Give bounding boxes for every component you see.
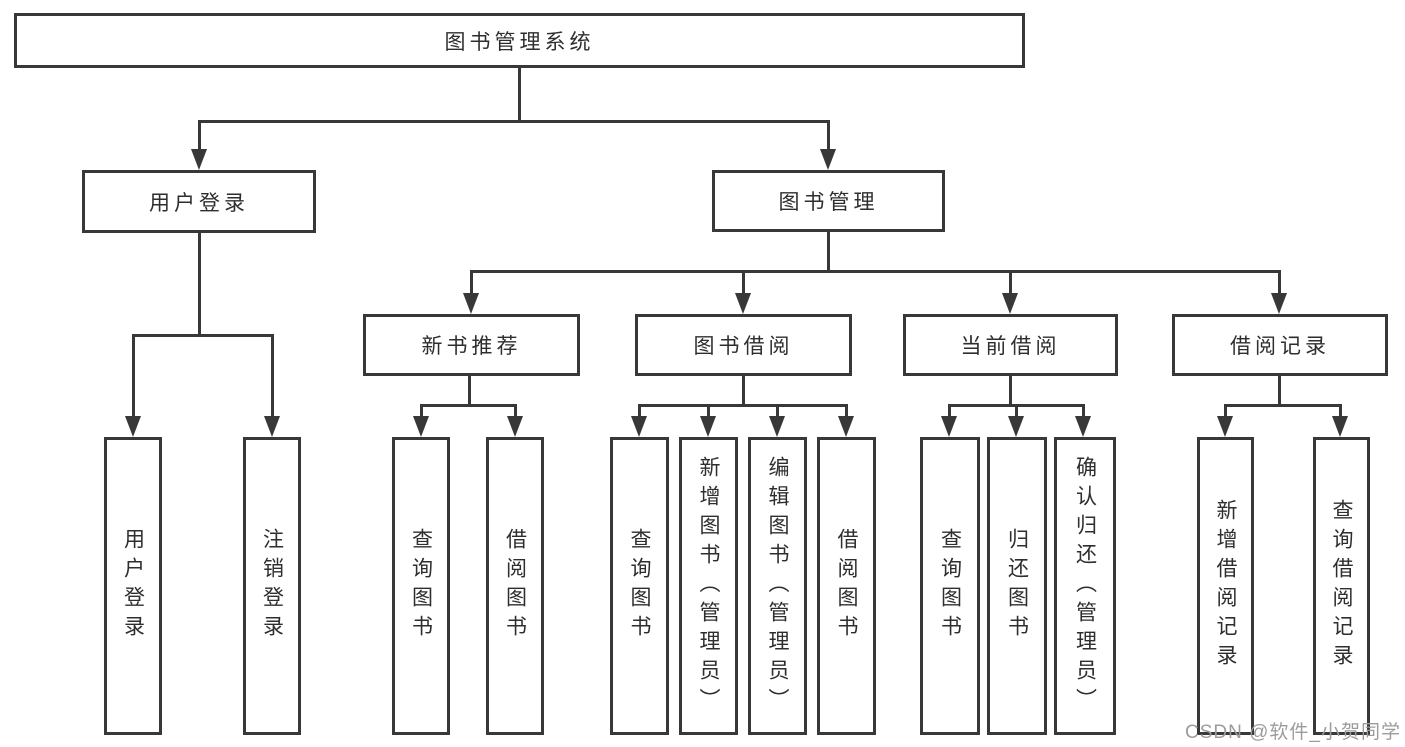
leaf-user-login: 用户登录 [104,437,162,735]
connector-line [468,376,471,406]
arrow-down-icon [735,293,751,314]
connector-line [1009,270,1012,293]
arrow-down-icon [191,149,207,170]
node-library-system: 图书管理系统 [14,13,1025,68]
connector-line [948,404,951,417]
leaf-label: 归还图书 [1005,528,1029,644]
connector-line [1015,404,1018,417]
arrow-down-icon [1271,293,1287,314]
connector-line [776,404,779,417]
connector-line [1224,404,1227,417]
connector-line [132,334,135,417]
leaf-borrow-books-recommend: 借阅图书 [486,437,544,735]
arrow-down-icon [1002,293,1018,314]
leaf-edit-books-admin: 编辑图书（管理员） [748,437,807,735]
connector-line [638,404,848,407]
arrow-down-icon [700,416,716,437]
arrow-down-icon [1217,416,1233,437]
arrow-down-icon [1075,416,1091,437]
leaf-label: 新增借阅记录 [1214,499,1237,673]
connector-line [827,232,830,272]
leaf-query-books-recommend: 查询图书 [392,437,450,735]
node-new-book-recommend: 新书推荐 [363,314,580,376]
arrow-down-icon [631,416,647,437]
leaf-label: 编辑图书（管理员） [766,455,789,717]
leaf-add-books-admin: 新增图书（管理员） [679,437,738,735]
leaf-label: 用户登录 [121,528,145,644]
connector-line [1339,404,1342,417]
connector-line [198,120,830,123]
leaf-confirm-return-admin: 确认归还（管理员） [1054,437,1116,735]
connector-line [470,270,1281,273]
arrow-down-icon [264,416,280,437]
leaf-query-borrow-record: 查询借阅记录 [1313,437,1370,735]
node-label: 新书推荐 [421,335,522,358]
node-book-borrowing: 图书借阅 [635,314,852,376]
node-label: 当前借阅 [960,335,1061,358]
connector-line [271,334,274,417]
node-label: 图书借阅 [693,335,794,358]
node-current-borrowing: 当前借阅 [903,314,1118,376]
leaf-label: 查询图书 [628,528,651,644]
arrow-down-icon [941,416,957,437]
leaf-label: 查询图书 [409,528,433,644]
arrow-down-icon [125,416,141,437]
connector-line [1009,376,1012,406]
leaf-add-borrow-record: 新增借阅记录 [1197,437,1254,735]
leaf-query-books-borrowing: 查询图书 [610,437,669,735]
connector-line [742,376,745,406]
leaf-label: 注销登录 [260,528,284,644]
leaf-borrow-books: 借阅图书 [817,437,876,735]
leaf-label: 借阅图书 [503,528,527,644]
arrow-down-icon [463,293,479,314]
connector-line [707,404,710,417]
connector-line [518,68,521,123]
node-label: 图书管理系统 [444,30,595,54]
arrow-down-icon [507,416,523,437]
connector-line [845,404,848,417]
leaf-label: 查询图书 [938,528,962,644]
connector-line [198,120,201,150]
leaf-return-books: 归还图书 [987,437,1047,735]
leaf-label: 查询借阅记录 [1330,499,1353,673]
leaf-label: 新增图书（管理员） [697,455,720,717]
connector-line [1278,270,1281,293]
arrow-down-icon [1008,416,1024,437]
node-borrowing-records: 借阅记录 [1172,314,1388,376]
node-label: 图书管理 [778,191,879,214]
arrow-down-icon [1332,416,1348,437]
connector-line [470,270,473,293]
connector-line [198,233,201,336]
leaf-label: 确认归还（管理员） [1073,455,1097,717]
connector-line [1082,404,1085,417]
leaf-label: 借阅图书 [835,528,858,644]
arrow-down-icon [413,416,429,437]
arrow-down-icon [769,416,785,437]
connector-line [1224,404,1342,407]
node-label: 用户登录 [149,191,249,215]
watermark: CSDN @软件_小贺同学 [1185,722,1401,743]
connector-line [742,270,745,293]
connector-line [132,334,274,337]
connector-line [514,404,517,417]
node-user-login: 用户登录 [82,170,316,233]
connector-line [1278,376,1281,406]
node-label: 借阅记录 [1230,335,1330,358]
node-book-management: 图书管理 [712,170,945,232]
connector-line [420,404,423,417]
connector-line [638,404,641,417]
connector-line [827,120,830,150]
leaf-logout: 注销登录 [243,437,301,735]
leaf-query-books-current: 查询图书 [920,437,980,735]
arrow-down-icon [820,149,836,170]
connector-line [420,404,517,407]
arrow-down-icon [838,416,854,437]
